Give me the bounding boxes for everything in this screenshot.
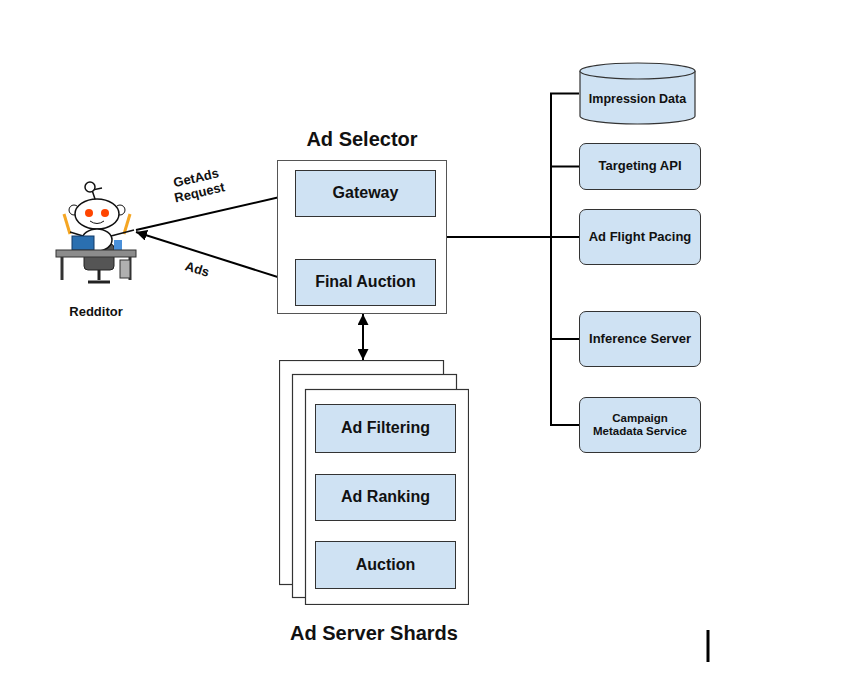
snoo-illustration: [50, 180, 142, 290]
box-label: Gateway: [327, 184, 405, 202]
service-box: Targeting API: [579, 143, 701, 190]
process-box: Ad Ranking: [315, 474, 456, 521]
box-label: Ad Flight Pacing: [583, 230, 698, 245]
box-label: Campaign Metadata Service: [580, 412, 700, 438]
group-title: Ad Selector: [238, 128, 486, 151]
user-figure: Redditor: [50, 180, 142, 320]
edge-label: Ads: [176, 257, 219, 283]
bus-connector: [447, 237, 579, 339]
box-label: Final Auction: [309, 273, 422, 291]
process-box: Auction: [315, 541, 456, 589]
box-label: Ad Ranking: [335, 488, 436, 506]
box-label: Inference Server: [583, 332, 697, 347]
box-label: Impression Data: [583, 92, 692, 106]
edge-label: GetAds Request: [161, 164, 236, 209]
cursor-bar: [707, 630, 710, 662]
database-cylinder: Impression Data: [579, 62, 696, 125]
box-label: Auction: [350, 556, 422, 574]
service-frame: Ad SelectorGatewayFinal Auction: [277, 160, 447, 314]
service-box: Inference Server: [579, 311, 701, 367]
flow-arrow: [362, 314, 364, 360]
box-label: Targeting API: [592, 159, 687, 174]
process-box: Final Auction: [295, 259, 436, 306]
flow-arrow: [136, 194, 295, 231]
shard-stack: Ad Server ShardsAd FilteringAd RankingAu…: [279, 360, 469, 605]
service-box: Ad Flight Pacing: [579, 209, 701, 265]
figure-label: Redditor: [63, 305, 128, 320]
group-title: Ad Server Shards: [239, 622, 509, 645]
process-box: Gateway: [295, 170, 436, 217]
bus-connector: [447, 94, 579, 238]
flow-arrow: [136, 232, 295, 283]
bus-connector: [447, 167, 579, 238]
service-box: Campaign Metadata Service: [579, 397, 701, 453]
box-label: Ad Filtering: [335, 419, 436, 437]
process-box: Ad Filtering: [315, 404, 456, 453]
